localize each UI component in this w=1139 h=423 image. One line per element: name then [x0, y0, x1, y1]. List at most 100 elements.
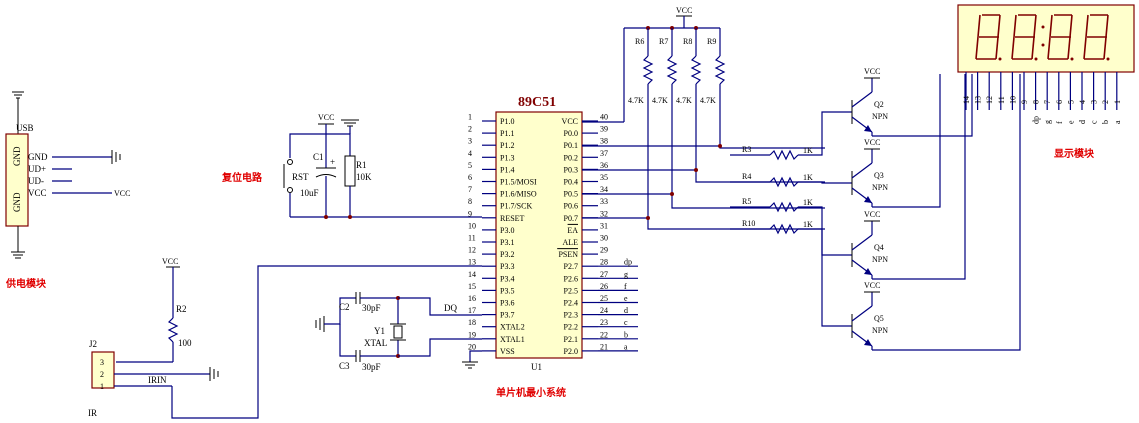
display-pin-number: 10 — [1008, 96, 1017, 104]
pin-name: P0.6 — [564, 202, 578, 211]
pin-name: ALE — [562, 238, 578, 247]
display-pin: 3c — [1090, 72, 1099, 124]
display-pin-name: a — [1113, 120, 1122, 124]
pullup-resistor: R74.7K — [652, 28, 678, 105]
pin-number: 6 — [468, 173, 472, 182]
display-pin-number: 9 — [1020, 100, 1029, 104]
rst-switch-contact — [287, 187, 293, 193]
pullup-resistor: R94.7K — [700, 28, 726, 105]
pin-number: 22 — [600, 330, 608, 339]
digit — [975, 14, 1002, 61]
r2-vcc-label: VCC — [162, 257, 178, 266]
display-section-title: 显示模块 — [1054, 147, 1095, 160]
pin-name: P3.2 — [500, 250, 514, 259]
pin-name: P2.1 — [564, 335, 578, 344]
pin-name: XTAL2 — [500, 323, 525, 332]
display-pin-number: 13 — [974, 96, 983, 104]
pin-number: 14 — [468, 270, 476, 279]
pin-name: P0.5 — [564, 190, 578, 199]
pin-number: 28 — [600, 258, 608, 267]
pin-name: P1.5/MOSI — [500, 178, 537, 187]
display-pin-number: 8 — [1032, 100, 1041, 104]
usb-gnd-label-top: GND — [12, 146, 22, 166]
pin-number: 26 — [600, 282, 608, 291]
power-section-title: 供电模块 — [5, 277, 47, 290]
transistor-name: Q4 — [874, 243, 884, 252]
pin-name: P2.2 — [564, 323, 578, 332]
pin-name: P3.4 — [500, 274, 514, 283]
reset-vcc-label: VCC — [318, 113, 334, 122]
pin-number: 12 — [468, 246, 476, 255]
chip-pin-left: 12 P3.2 — [468, 246, 514, 260]
pin-number: 37 — [600, 149, 608, 158]
display-pin-name: f — [1055, 121, 1064, 124]
vcc-label: VCC — [864, 67, 880, 76]
ground-symbol — [209, 367, 219, 381]
chip-right-pins: 40VCC39P0.038P0.137P0.236P0.335P0.434P0.… — [557, 113, 638, 356]
usb-connector — [5, 133, 29, 227]
c1-value: 10uF — [300, 188, 319, 198]
transistor-type: NPN — [872, 183, 888, 192]
display-pin: 8dp — [1032, 72, 1041, 124]
c1-plus: + — [330, 157, 335, 167]
display-pin: 14 — [962, 72, 971, 110]
pin-name: P1.7/SCK — [500, 202, 532, 211]
pin-name: P1.0 — [500, 117, 514, 126]
vcc-label: VCC — [864, 210, 880, 219]
pin-number: 16 — [468, 294, 476, 303]
r1-value: 10K — [356, 172, 372, 182]
pin-number: 17 — [468, 306, 476, 315]
display-pin-name: c — [1090, 120, 1099, 124]
c3-name: C3 — [339, 361, 350, 371]
j2-pin-1: 1 — [100, 382, 104, 391]
usb-pin-ud-minus: UD- — [28, 176, 44, 186]
j2-name: J2 — [89, 339, 97, 349]
pin-name: P3.3 — [500, 262, 514, 271]
pin-number: 35 — [600, 173, 608, 182]
display-pin-number: 11 — [997, 96, 1006, 104]
transistor-name: Q3 — [874, 171, 884, 180]
pin-number: 24 — [600, 306, 608, 315]
pin-name: P1.6/MISO — [500, 190, 537, 199]
pin-name: RESET — [500, 214, 525, 223]
pin-number: 8 — [468, 197, 472, 206]
pin-name: P0.7 — [564, 214, 578, 223]
j2-pin-3: 3 — [100, 358, 104, 367]
reset-circuit: VCC RST C1 + 10uF R1 10K 复位电路 — [221, 113, 482, 219]
resistor-name: R7 — [659, 37, 668, 46]
c2-value: 30pF — [362, 303, 381, 313]
pin-number: 4 — [468, 149, 472, 158]
digit — [1047, 14, 1074, 61]
transistor-type: NPN — [872, 255, 888, 264]
display-pin-number: 14 — [962, 96, 971, 104]
pin-number: 36 — [600, 161, 608, 170]
pin-number: 25 — [600, 294, 608, 303]
transistor-type: NPN — [872, 112, 888, 121]
pin-number: 21 — [600, 342, 608, 351]
resistor-name: R6 — [635, 37, 644, 46]
display-pin-name: e — [1066, 120, 1075, 124]
ground-symbol — [11, 251, 25, 259]
ground-symbol — [12, 91, 24, 134]
ground-symbol — [315, 316, 325, 332]
pin-number: 3 — [468, 137, 472, 146]
rst-label: RST — [292, 172, 309, 182]
